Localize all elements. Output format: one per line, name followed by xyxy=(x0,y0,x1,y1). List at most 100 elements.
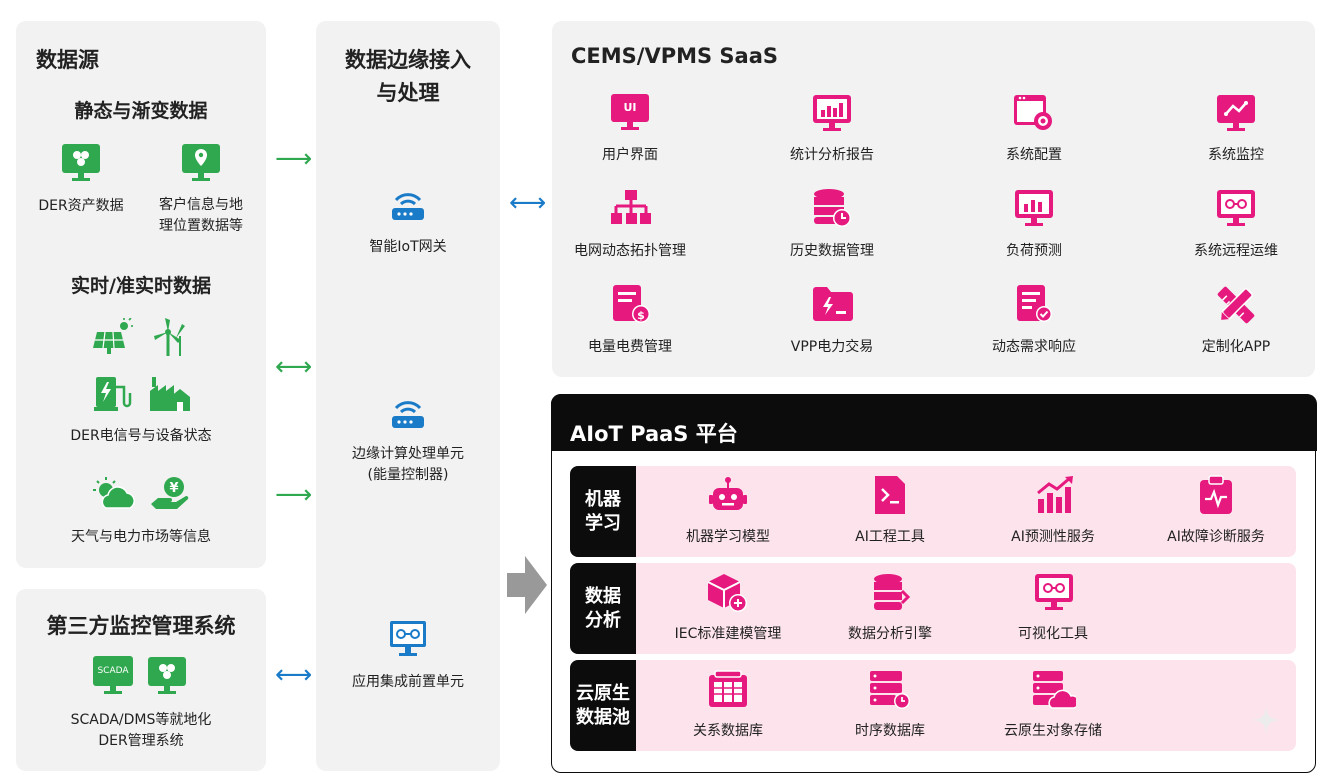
analysis-row xyxy=(570,563,1296,654)
customer-info-label-2: 理位置数据等 xyxy=(159,218,243,234)
relational-db-icon xyxy=(709,670,747,707)
paas-iec-model-label: IEC标准建模管理 xyxy=(674,626,782,642)
scada-label-1: SCADA/DMS等就地化 xyxy=(70,712,212,728)
ml-label-2: 学习 xyxy=(585,512,621,534)
paas-ai-forecast-label: AI预测性服务 xyxy=(1011,529,1095,545)
ev-charger-icon xyxy=(94,377,132,411)
system-config-icon xyxy=(1014,95,1052,130)
saas-item-label: VPP电力交易 xyxy=(790,339,874,355)
der-asset-label: DER资产数据 xyxy=(38,198,124,214)
svg-text:$: $ xyxy=(637,309,645,322)
right-arrow-icon: ⟶ xyxy=(275,144,313,174)
remote-ops-icon xyxy=(1217,190,1255,226)
right-arrow-icon: ⟶ xyxy=(275,480,313,510)
scada-screen-text: SCADA xyxy=(93,656,133,686)
svg-text:¥: ¥ xyxy=(169,481,178,496)
cloud-label-2: 数据池 xyxy=(576,706,630,728)
scada-label-2: DER管理系统 xyxy=(98,733,184,749)
paas-ai-diagnosis-label: AI故障诊断服务 xyxy=(1167,529,1265,545)
ml-label-1: 机器 xyxy=(585,488,621,510)
saas-item-label: 历史数据管理 xyxy=(790,243,874,259)
ml-row-label: 机器学习 xyxy=(570,466,636,557)
factory-home-icon xyxy=(150,377,190,411)
third-party-panel xyxy=(16,589,266,771)
saas-panel xyxy=(552,21,1315,377)
timeseries-db-icon xyxy=(870,671,910,709)
visual-monitor-icon xyxy=(1035,574,1073,610)
data-source-panel xyxy=(16,21,266,568)
trend-chart-icon xyxy=(1037,476,1073,513)
saas-item-label: 系统远程运维 xyxy=(1194,243,1278,259)
cloud-row-label: 云原生数据池 xyxy=(570,660,636,751)
stats-report-icon xyxy=(813,95,851,131)
paas-title: AIoT PaaS 平台 xyxy=(570,422,738,446)
weather-market-label: 天气与电力市场等信息 xyxy=(71,529,211,545)
ui-monitor-icon: UI xyxy=(611,94,651,132)
double-arrow-icon: ⟷ xyxy=(275,352,313,382)
edge-compute-label-2: (能量控制器) xyxy=(367,467,449,483)
monitor-cluster-icon xyxy=(62,144,100,181)
saas-item-label: 电量电费管理 xyxy=(588,339,672,355)
router-icon xyxy=(392,401,424,428)
monitor-location-icon xyxy=(182,144,220,181)
paas-ml-model-label: 机器学习模型 xyxy=(686,529,770,545)
saas-item-label: 用户界面 xyxy=(602,147,658,163)
static-data-subtitle: 静态与渐变数据 xyxy=(74,100,208,122)
saas-item-label: 定制化APP xyxy=(1201,339,1271,355)
ui-screen-text: UI xyxy=(611,94,649,122)
paas-timeseries-db-label: 时序数据库 xyxy=(855,723,925,739)
scada-monitor-icon: SCADA xyxy=(93,656,133,696)
saas-item-label: 负荷预测 xyxy=(1006,243,1062,259)
terminal-doc-icon xyxy=(875,476,905,514)
edge-title-2: 与处理 xyxy=(376,81,440,105)
demand-response-icon xyxy=(1017,285,1052,322)
analysis-label-2: 分析 xyxy=(585,609,621,631)
analysis-label-1: 数据 xyxy=(585,585,621,607)
customer-info-label-1: 客户信息与地 xyxy=(159,197,243,213)
third-party-title: 第三方监控管理系统 xyxy=(46,614,236,638)
edge-title-1: 数据边缘接入 xyxy=(345,48,471,72)
wind-turbine-icon xyxy=(154,318,185,356)
paas-relational-db-label: 关系数据库 xyxy=(693,723,763,739)
edge-compute-label-1: 边缘计算处理单元 xyxy=(352,446,464,462)
billing-icon: $ xyxy=(613,285,650,323)
paas-header xyxy=(551,394,1317,451)
saas-item-label: 系统监控 xyxy=(1208,147,1264,163)
big-right-arrow-icon xyxy=(507,556,547,614)
saas-item-label: 动态需求响应 xyxy=(992,339,1076,355)
cloud-row xyxy=(570,660,1296,751)
cloud-label-1: 云原生 xyxy=(576,682,630,704)
vpp-trade-icon xyxy=(813,287,853,321)
double-arrow-icon: ⟷ xyxy=(509,188,547,218)
der-signal-label: DER电信号与设备状态 xyxy=(70,428,212,444)
saas-item-label: 电网动态拓扑管理 xyxy=(574,243,686,259)
weather-icon xyxy=(93,477,135,509)
app-monitor-icon xyxy=(390,621,426,656)
paas-visual-tool-label: 可视化工具 xyxy=(1018,626,1088,642)
app-integration-label: 应用集成前置单元 xyxy=(352,674,464,690)
diagnosis-clipboard-icon xyxy=(1200,475,1232,514)
monitor-cluster-icon xyxy=(148,657,186,694)
history-db-icon xyxy=(814,189,851,227)
realtime-data-subtitle: 实时/准实时数据 xyxy=(71,275,211,297)
topology-icon xyxy=(611,190,651,224)
money-hand-icon: ¥ xyxy=(151,477,189,509)
robot-icon xyxy=(709,477,747,510)
analysis-row-label: 数据分析 xyxy=(570,563,636,654)
data-source-title: 数据源 xyxy=(36,48,99,72)
cube-add-icon xyxy=(707,574,747,612)
saas-item-label: 统计分析报告 xyxy=(790,147,874,163)
sparkle-icon xyxy=(1252,706,1280,734)
paas-object-storage-label: 云原生对象存储 xyxy=(1004,723,1102,739)
router-icon xyxy=(392,193,424,220)
saas-title: CEMS/VPMS SaaS xyxy=(571,44,779,68)
db-engine-icon xyxy=(874,574,910,610)
double-arrow-icon: ⟷ xyxy=(275,660,313,690)
system-monitor-icon xyxy=(1217,95,1255,131)
custom-app-icon xyxy=(1217,286,1255,324)
saas-item-label: 系统配置 xyxy=(1006,147,1062,163)
cloud-storage-icon xyxy=(1033,671,1076,709)
ml-row xyxy=(570,466,1296,557)
load-forecast-icon xyxy=(1015,190,1053,226)
paas-ai-tool-label: AI工程工具 xyxy=(855,529,925,545)
